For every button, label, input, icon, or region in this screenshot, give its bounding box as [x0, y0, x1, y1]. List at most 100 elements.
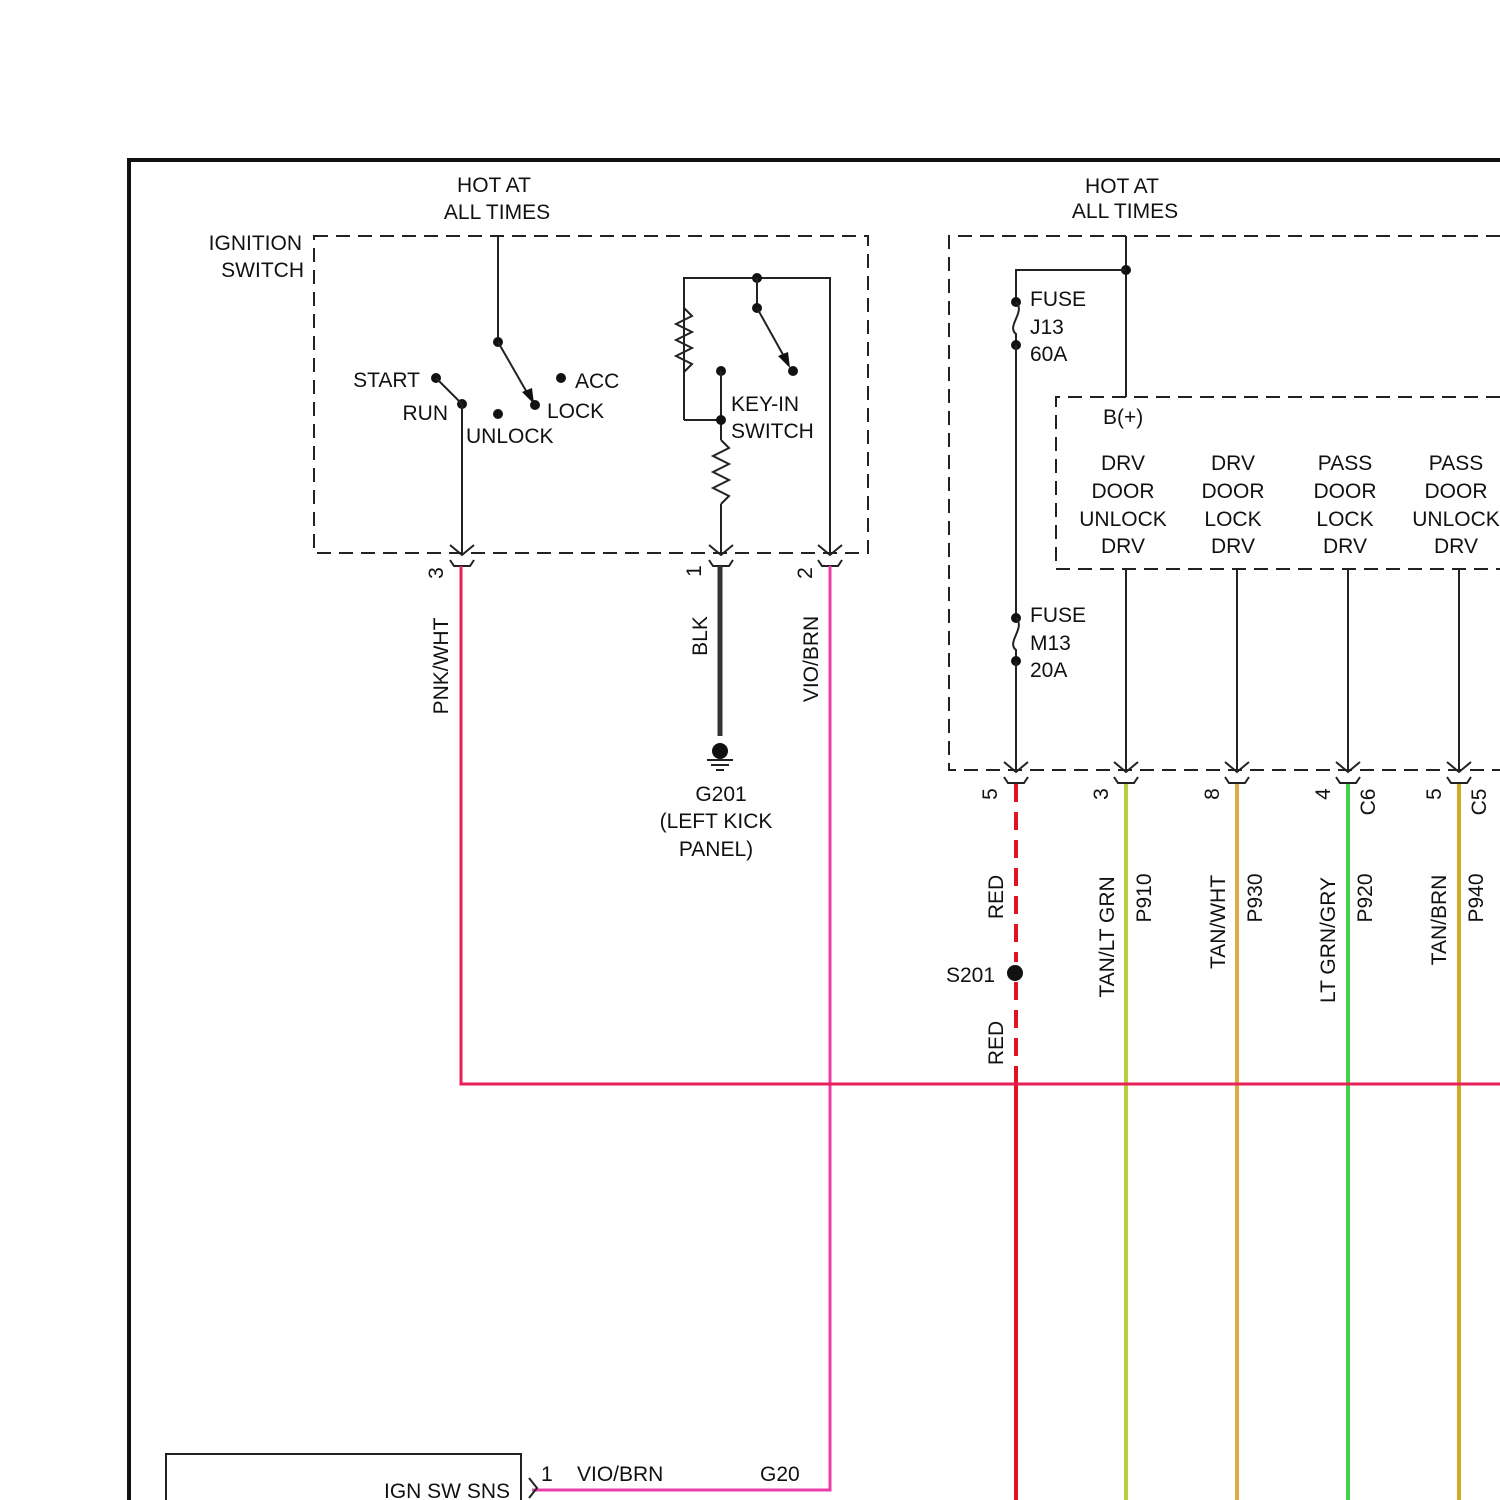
- svg-text:PASS: PASS: [1429, 452, 1483, 475]
- connector-chevron-icon: [1114, 777, 1138, 783]
- fuse-m13-label-1: FUSE: [1030, 604, 1086, 627]
- svg-text:DOOR: DOOR: [1314, 480, 1377, 503]
- svg-text:PASS: PASS: [1318, 452, 1372, 475]
- circuit-id-p920: P920: [1354, 873, 1377, 922]
- connector-chevron-icon: [1336, 777, 1360, 783]
- hot-at-all-times-label-2: ALL TIMES: [444, 201, 550, 224]
- fuse-icon: [1013, 302, 1019, 344]
- connector-chevron-icon: [1447, 777, 1471, 783]
- key-in-switch-label-1: KEY-IN: [731, 393, 799, 416]
- svg-text:DRV: DRV: [1323, 535, 1367, 558]
- fuse-j13-label-3: 60A: [1030, 343, 1067, 366]
- splice-dot-icon: [1007, 965, 1023, 981]
- ground-location-2: PANEL): [679, 838, 753, 861]
- splice-id: S201: [946, 964, 995, 987]
- connector-chevron-icon: [450, 560, 474, 566]
- connector-id: C6: [1357, 789, 1380, 816]
- key-in-switch: KEY-IN SWITCH: [676, 273, 830, 553]
- svg-text:UNLOCK: UNLOCK: [1079, 508, 1167, 531]
- hot-at-all-times-label-1: HOT AT: [457, 174, 531, 197]
- output-drv-door-unlock: DRV DOOR UNLOCK DRV: [1079, 452, 1167, 558]
- wire-label-tan-brn: TAN/BRN: [1428, 875, 1451, 966]
- wire-pnk-wht: PNK/WHT: [430, 566, 1500, 1084]
- wire-label-red-upper: RED: [985, 875, 1008, 919]
- fuse-j13-label-2: J13: [1030, 316, 1064, 339]
- wire-label-vio-brn-bottom: VIO/BRN: [577, 1463, 663, 1486]
- fuse-icon: [1013, 618, 1019, 660]
- circuit-id-p940: P940: [1465, 873, 1488, 922]
- position-unlock: UNLOCK: [466, 425, 554, 448]
- position-start: START: [353, 369, 420, 392]
- pin-number: 3: [425, 567, 448, 579]
- key-in-switch-label-2: SWITCH: [731, 420, 814, 443]
- diagram-frame: [129, 160, 1500, 1500]
- connector-chevron-icon: [1225, 777, 1249, 783]
- wire-tan-ltgrn: TAN/LT GRN P910: [1096, 784, 1156, 1500]
- svg-text:DOOR: DOOR: [1425, 480, 1488, 503]
- wire-vio-brn: VIO/BRN: [532, 566, 830, 1490]
- b-plus-label: B(+): [1103, 406, 1143, 429]
- ground-location-1: (LEFT KICK: [660, 810, 773, 833]
- svg-text:UNLOCK: UNLOCK: [1412, 508, 1500, 531]
- ign-sw-sns-label: IGN SW SNS: [384, 1480, 510, 1500]
- position-run: RUN: [403, 402, 449, 425]
- fuse-m13-label-3: 20A: [1030, 659, 1067, 682]
- connector-chevron-icon: [529, 1478, 537, 1498]
- pin-number: 2: [794, 567, 817, 579]
- ign-sw-sns-pin: 1: [541, 1463, 553, 1486]
- ground-id: G201: [695, 783, 746, 806]
- wire-label-blk: BLK: [689, 616, 712, 656]
- pin-number: 5: [979, 788, 1002, 800]
- pin-number: 8: [1201, 788, 1224, 800]
- output-pass-door-unlock: PASS DOOR UNLOCK DRV: [1412, 452, 1500, 558]
- svg-text:LOCK: LOCK: [1204, 508, 1261, 531]
- wire-label-red-lower: RED: [985, 1021, 1008, 1065]
- splice-s201: S201: [946, 964, 1023, 987]
- output-pass-door-lock: PASS DOOR LOCK DRV: [1314, 452, 1377, 558]
- wire-label-ltgrn-gry: LT GRN/GRY: [1317, 877, 1340, 1003]
- pin-number: 5: [1423, 788, 1446, 800]
- door-lock-module: HOT AT ALL TIMES FUSE J13 60A FUSE M13 2…: [949, 175, 1500, 815]
- wire-tan-brn: TAN/BRN P940: [1428, 784, 1488, 1500]
- pin-number: 1: [683, 565, 706, 577]
- ignition-switch-label-1: IGNITION: [209, 232, 302, 255]
- ignition-switch-label-2: SWITCH: [221, 259, 304, 282]
- connector-chevron-icon: [1004, 777, 1028, 783]
- ground-g201: G201 (LEFT KICK PANEL): [660, 743, 773, 861]
- svg-text:DRV: DRV: [1211, 452, 1255, 475]
- wire-label-tan-ltgrn: TAN/LT GRN: [1096, 876, 1119, 997]
- svg-text:DRV: DRV: [1211, 535, 1255, 558]
- circuit-id-p930: P930: [1244, 873, 1267, 922]
- ign-sw-sns-module: IGN SW SNS 1 VIO/BRN G20: [166, 1454, 800, 1500]
- svg-text:DRV: DRV: [1101, 535, 1145, 558]
- output-drv-door-lock: DRV DOOR LOCK DRV: [1202, 452, 1265, 558]
- wire-tan-wht: TAN/WHT P930: [1207, 784, 1267, 1500]
- wire-label-vio-brn: VIO/BRN: [800, 616, 823, 702]
- circuit-id-g20: G20: [760, 1463, 800, 1486]
- position-acc: ACC: [575, 370, 619, 393]
- module-hot-at-all-times-1: HOT AT: [1085, 175, 1159, 198]
- wire-red: RED RED: [985, 784, 1016, 1500]
- svg-text:DRV: DRV: [1101, 452, 1145, 475]
- ignition-switch: IGNITION SWITCH HOT AT ALL TIMES START R…: [209, 174, 868, 579]
- svg-text:DOOR: DOOR: [1202, 480, 1265, 503]
- wire-label-pnk-wht: PNK/WHT: [430, 617, 453, 714]
- connector-chevron-icon: [818, 560, 842, 566]
- wire-ltgrn-gry: LT GRN/GRY P920: [1317, 784, 1377, 1500]
- circuit-id-p910: P910: [1133, 873, 1156, 922]
- connector-chevron-icon: [709, 560, 733, 566]
- module-hot-at-all-times-2: ALL TIMES: [1072, 200, 1178, 223]
- position-lock: LOCK: [547, 400, 604, 423]
- ground-icon: [712, 743, 728, 759]
- fuse-j13-label-1: FUSE: [1030, 288, 1086, 311]
- resistor-icon: [713, 440, 729, 504]
- pin-number: 4: [1312, 788, 1335, 800]
- svg-text:LOCK: LOCK: [1316, 508, 1373, 531]
- svg-text:DOOR: DOOR: [1092, 480, 1155, 503]
- connector-id: C5: [1468, 789, 1491, 816]
- pin-number: 3: [1090, 788, 1113, 800]
- fuse-m13-label-2: M13: [1030, 632, 1071, 655]
- wire-blk: BLK: [689, 566, 720, 736]
- svg-text:DRV: DRV: [1434, 535, 1478, 558]
